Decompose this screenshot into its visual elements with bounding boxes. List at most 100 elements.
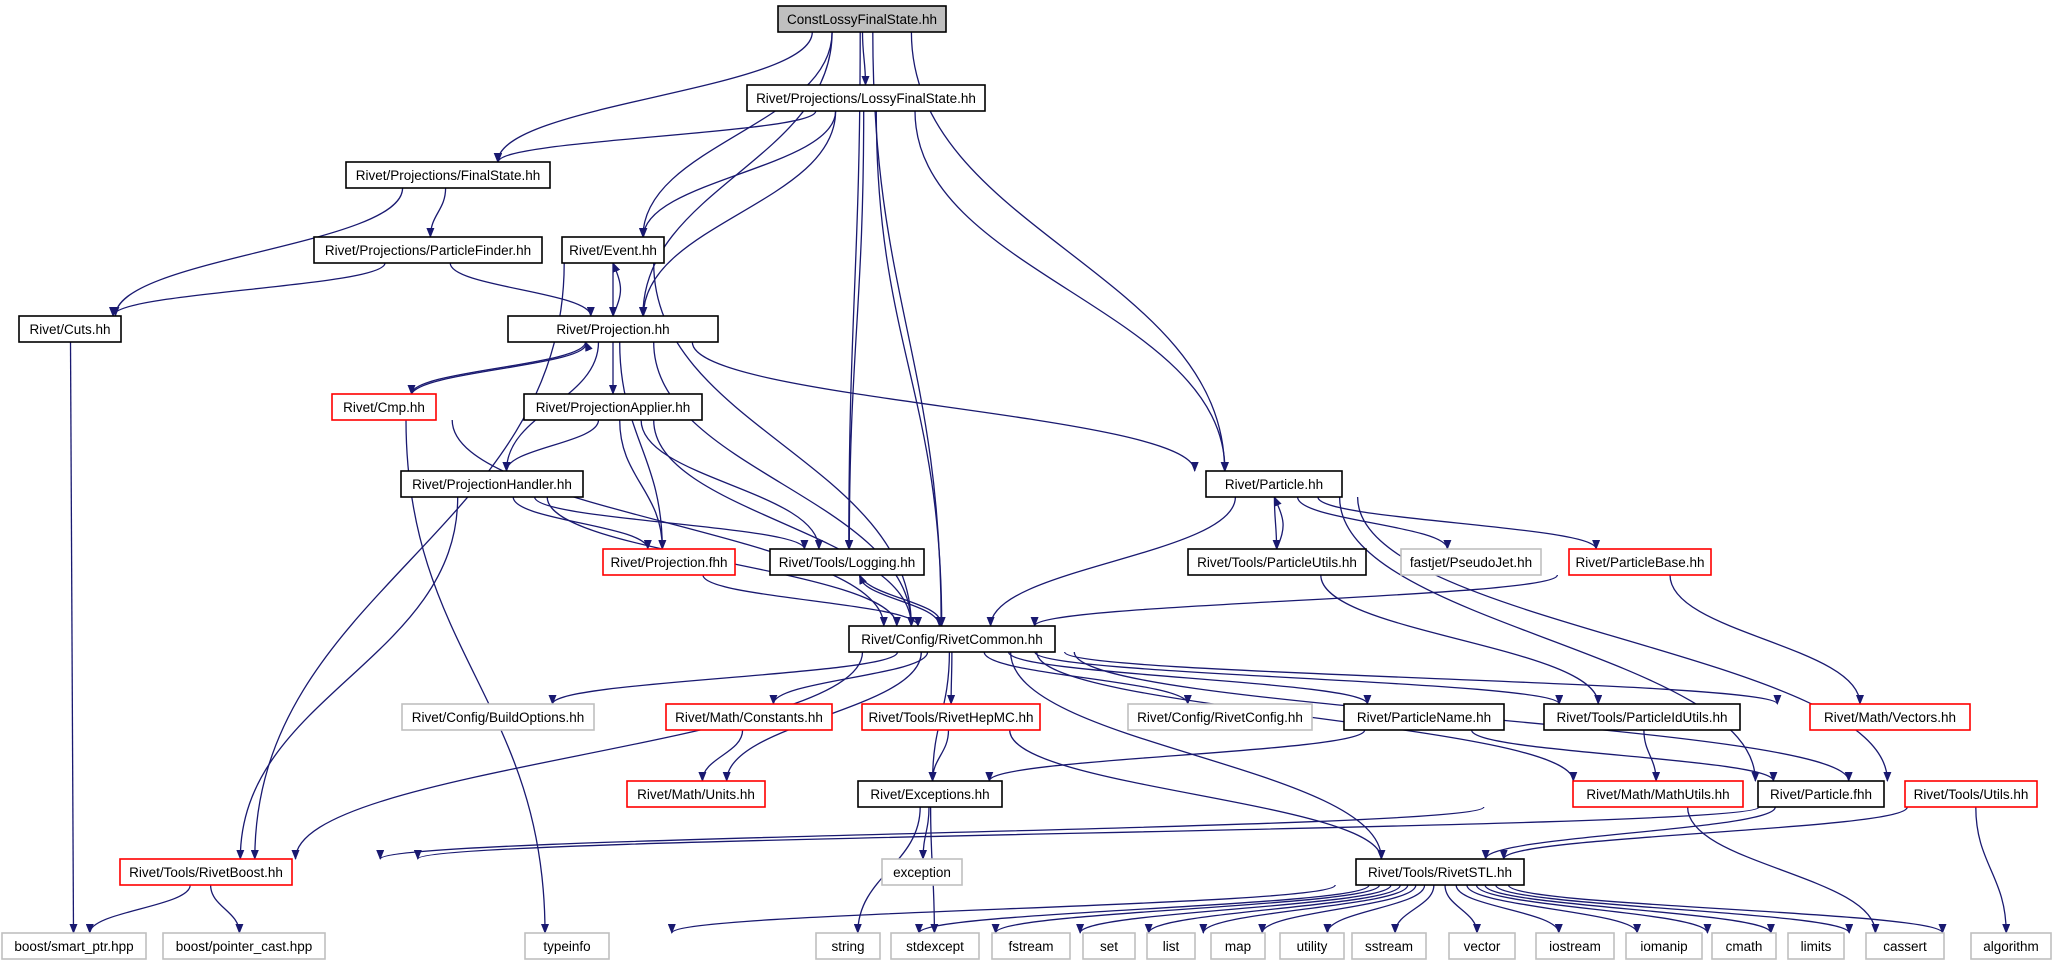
edge-constlossy-to-lossyfs — [861, 31, 870, 86]
node-vectors[interactable]: Rivet/Math/Vectors.hh — [1809, 703, 1971, 731]
node-projhandler-label: Rivet/ProjectionHandler.hh — [412, 477, 572, 492]
node-algorithm-label: algorithm — [1983, 939, 2039, 954]
edge-lossyfs-to-event — [639, 110, 837, 238]
edge-rivetstl-to-utility — [1323, 884, 1426, 934]
node-mathutils[interactable]: Rivet/Math/MathUtils.hh — [1572, 780, 1744, 808]
node-rivetconfig-box — [1127, 703, 1313, 731]
node-rivetstl-label: Rivet/Tools/RivetSTL.hh — [1368, 865, 1512, 880]
node-rivetboost-label: Rivet/Tools/RivetBoost.hh — [129, 865, 283, 880]
node-utility: utility — [1279, 932, 1345, 960]
node-sstream: sstream — [1351, 932, 1427, 960]
edge-projection-to-rivetcommon — [653, 341, 916, 627]
node-rivetboost-box — [119, 858, 293, 886]
node-exceptions[interactable]: Rivet/Exceptions.hh — [857, 780, 1003, 808]
edge-rivetcommon-to-constants — [769, 651, 929, 705]
edge-finalstate-to-particlefinder — [426, 187, 447, 238]
edge-rivetstl-to-sstream — [1391, 884, 1435, 934]
node-projection[interactable]: Rivet/Projection.hh — [507, 315, 719, 343]
node-rivetcommon[interactable]: Rivet/Config/RivetCommon.hh — [848, 625, 1056, 653]
node-set-label: set — [1100, 939, 1118, 954]
node-pointercast-box — [162, 932, 326, 960]
node-iostream-box — [1535, 932, 1615, 960]
node-map-box — [1210, 932, 1266, 960]
edge-projection-to-projfhh — [619, 341, 667, 550]
node-lossyfs-box — [746, 84, 986, 112]
node-cmp-box — [331, 393, 437, 421]
node-cassert-box — [1865, 932, 1945, 960]
edge-projapplier-to-projhandler — [502, 419, 600, 472]
node-rivethepmc[interactable]: Rivet/Tools/RivetHepMC.hh — [861, 703, 1041, 731]
node-rivetstl-box — [1355, 858, 1525, 886]
node-particleidutils-label: Rivet/Tools/ParticleIdUtils.hh — [1556, 710, 1727, 725]
node-finalstate[interactable]: Rivet/Projections/FinalState.hh — [345, 161, 551, 189]
node-constants-box — [665, 703, 833, 731]
edge-rivetstl-to-list — [1199, 884, 1409, 934]
node-particleutils[interactable]: Rivet/Tools/ParticleUtils.hh — [1187, 548, 1367, 576]
node-set: set — [1082, 932, 1136, 960]
node-pseudojet: fastjet/PseudoJet.hh — [1400, 548, 1542, 576]
node-string-box — [815, 932, 881, 960]
node-exception: exception — [881, 858, 963, 886]
node-finalstate-label: Rivet/Projections/FinalState.hh — [356, 168, 541, 183]
edge-projhandler-to-rivetboost — [236, 496, 459, 860]
node-projapplier-label: Rivet/ProjectionApplier.hh — [536, 400, 691, 415]
node-particlebase[interactable]: Rivet/ParticleBase.hh — [1568, 548, 1712, 576]
node-projfhh[interactable]: Rivet/Projection.fhh — [602, 548, 736, 576]
edge-lossyfs-to-finalstate — [494, 110, 817, 163]
node-typeinfo-label: typeinfo — [543, 939, 590, 954]
node-projapplier-box — [523, 393, 703, 421]
node-event[interactable]: Rivet/Event.hh — [561, 236, 665, 264]
node-event-box — [561, 236, 665, 264]
node-constants[interactable]: Rivet/Math/Constants.hh — [665, 703, 833, 731]
node-particlename-box — [1343, 703, 1505, 731]
edge-cmp-to-projection — [410, 341, 593, 395]
node-particleidutils[interactable]: Rivet/Tools/ParticleIdUtils.hh — [1543, 703, 1741, 731]
edge-particleidutils-to-mathutils — [1643, 729, 1661, 782]
node-constants-label: Rivet/Math/Constants.hh — [675, 710, 823, 725]
edge-rivetstl-to-algorithm — [1507, 884, 1947, 934]
node-vector-label: vector — [1464, 939, 1501, 954]
node-pseudojet-box — [1400, 548, 1542, 576]
node-particle[interactable]: Rivet/Particle.hh — [1205, 470, 1343, 498]
edge-mathutils-to-cassert — [1686, 806, 1880, 934]
node-utils[interactable]: Rivet/Tools/Utils.hh — [1904, 780, 2038, 808]
edge-particlefhh-to-rivetstl — [1481, 806, 1776, 860]
edge-rivetstl-to-map — [1258, 884, 1417, 934]
edge-constlossy-to-logging — [844, 31, 861, 550]
node-logging-label: Rivet/Tools/Logging.hh — [779, 555, 916, 570]
node-cmath: cmath — [1711, 932, 1777, 960]
edge-rivetstl-to-iostream — [1455, 884, 1563, 934]
node-sstream-box — [1351, 932, 1427, 960]
node-vector: vector — [1448, 932, 1516, 960]
node-lossyfs[interactable]: Rivet/Projections/LossyFinalState.hh — [746, 84, 986, 112]
node-cuts-label: Rivet/Cuts.hh — [29, 322, 110, 337]
node-rivetboost[interactable]: Rivet/Tools/RivetBoost.hh — [119, 858, 293, 886]
node-particlename[interactable]: Rivet/ParticleName.hh — [1343, 703, 1505, 731]
edge-particle-to-utils — [1356, 496, 1892, 782]
node-projhandler[interactable]: Rivet/ProjectionHandler.hh — [400, 470, 584, 498]
edge-projfhh-to-rivetcommon — [702, 574, 922, 627]
node-constlossy[interactable]: ConstLossyFinalState.hh — [777, 5, 947, 33]
node-rivetstl[interactable]: Rivet/Tools/RivetSTL.hh — [1355, 858, 1525, 886]
edge-particle-to-particlebase — [1317, 496, 1600, 550]
node-cuts[interactable]: Rivet/Cuts.hh — [18, 315, 122, 343]
edge-rivethepmc-to-exceptions — [928, 729, 950, 782]
edge-finalstate-to-cuts — [111, 187, 404, 317]
node-buildoptions-box — [401, 703, 595, 731]
node-projapplier[interactable]: Rivet/ProjectionApplier.hh — [523, 393, 703, 421]
node-stdexcept-label: stdexcept — [906, 939, 964, 954]
node-cmp[interactable]: Rivet/Cmp.hh — [331, 393, 437, 421]
node-mathutils-box — [1572, 780, 1744, 808]
node-particlefinder[interactable]: Rivet/Projections/ParticleFinder.hh — [313, 236, 543, 264]
node-rivetconfig-label: Rivet/Config/RivetConfig.hh — [1137, 710, 1303, 725]
node-exceptions-label: Rivet/Exceptions.hh — [870, 787, 989, 802]
edge-utils-to-algorithm — [1975, 806, 2011, 934]
node-sstream-label: sstream — [1365, 939, 1413, 954]
edge-rivetstl-to-set — [1144, 884, 1401, 934]
node-iostream: iostream — [1535, 932, 1615, 960]
edge-layer — [69, 31, 2011, 934]
node-units[interactable]: Rivet/Math/Units.hh — [626, 780, 766, 808]
node-logging[interactable]: Rivet/Tools/Logging.hh — [769, 548, 925, 576]
node-particlefhh[interactable]: Rivet/Particle.fhh — [1757, 780, 1885, 808]
node-constlossy-label: ConstLossyFinalState.hh — [787, 12, 937, 27]
